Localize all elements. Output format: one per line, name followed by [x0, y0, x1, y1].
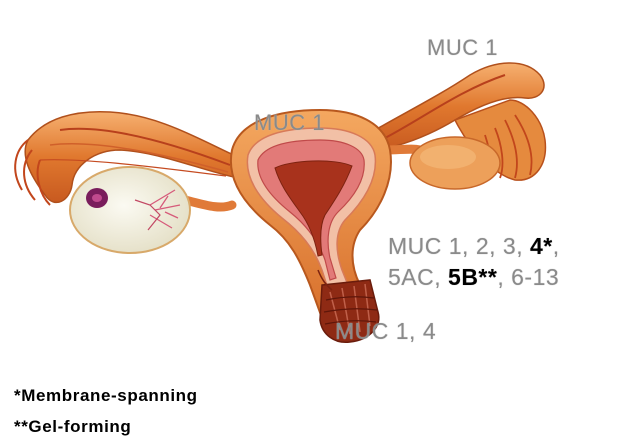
cervix-mucin-label-line2: 5AC, 5B**, 6-13 [388, 264, 559, 291]
endometrium-mucin-label: MUC 1 [254, 110, 325, 136]
cervix-mucin-prefix: MUC 1, 2, 3, [388, 233, 523, 259]
cervix-mucin-line2-start: 5AC, [388, 264, 441, 290]
cervix-mucin-gel-emphasis: 5B** [448, 264, 497, 290]
left-ovary [70, 167, 232, 253]
right-ovary [385, 137, 500, 189]
oviduct-mucin-label: MUC 1 [427, 35, 498, 61]
legend-gel-forming: **Gel-forming [14, 417, 131, 437]
cervix-mucin-label-line1: MUC 1, 2, 3, 4*, [388, 233, 560, 260]
cervix-mucin-line2-end: , 6-13 [497, 264, 559, 290]
legend-membrane-spanning: *Membrane-spanning [14, 386, 198, 406]
cervix-mucin-membrane-emphasis: 4* [530, 233, 553, 259]
cervix-mucin-comma: , [553, 233, 560, 259]
vagina-mucin-label: MUC 1, 4 [335, 318, 436, 345]
